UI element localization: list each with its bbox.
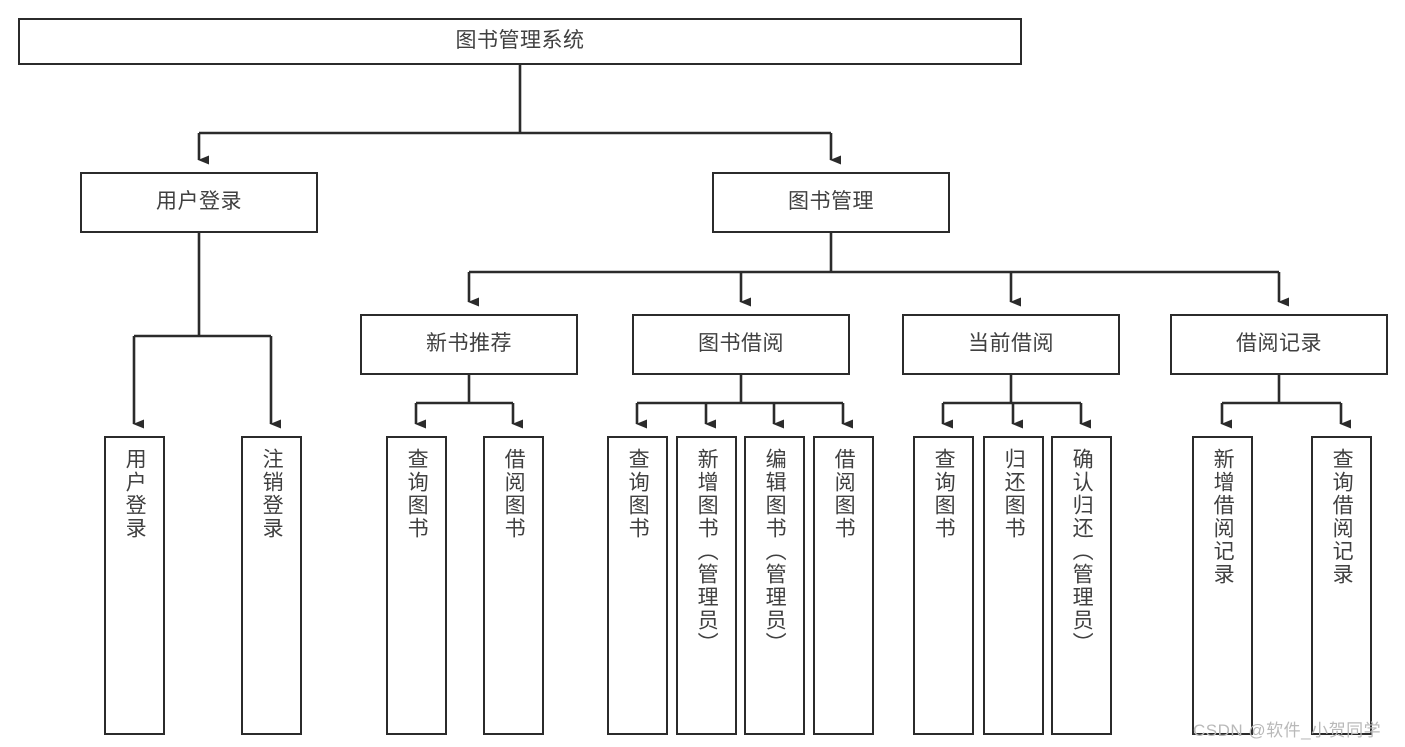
- node-new-book-rec-label: 新书推荐: [426, 332, 512, 356]
- node-root-label: 图书管理系统: [455, 29, 585, 53]
- node-new-book-rec[interactable]: 新书推荐: [360, 314, 578, 375]
- node-root[interactable]: 图书管理系统: [18, 18, 1022, 65]
- node-book-mgmt[interactable]: 图书管理: [712, 172, 950, 233]
- node-leaf-bb-query[interactable]: 查询图书: [607, 436, 668, 735]
- node-current-borrow[interactable]: 当前借阅: [902, 314, 1120, 375]
- node-book-borrow-label: 图书借阅: [698, 332, 784, 356]
- node-leaf-nb-borrow[interactable]: 借阅图书: [483, 436, 544, 735]
- node-leaf-br-add-label: 新增借阅记录: [1211, 448, 1235, 586]
- node-leaf-cb-confirm[interactable]: 确认归还（管理员）: [1051, 436, 1112, 735]
- node-current-borrow-label: 当前借阅: [968, 332, 1054, 356]
- edge-userlogin-to-leaves: [132, 233, 281, 429]
- node-leaf-bb-borrow[interactable]: 借阅图书: [813, 436, 874, 735]
- node-user-login[interactable]: 用户登录: [80, 172, 318, 233]
- node-leaf-logout[interactable]: 注销登录: [241, 436, 302, 735]
- node-leaf-bb-edit-label: 编辑图书（管理员）: [763, 448, 787, 655]
- node-user-login-label: 用户登录: [156, 190, 242, 214]
- node-leaf-cb-query-label: 查询图书: [932, 448, 956, 540]
- node-leaf-nb-borrow-label: 借阅图书: [502, 448, 526, 540]
- node-leaf-nb-query-label: 查询图书: [405, 448, 429, 540]
- node-book-mgmt-label: 图书管理: [788, 190, 874, 214]
- node-leaf-bb-borrow-label: 借阅图书: [832, 448, 856, 540]
- edge-borrowrecord-to-leaves: [1220, 375, 1351, 429]
- node-leaf-bb-edit[interactable]: 编辑图书（管理员）: [744, 436, 805, 735]
- edge-currentborrow-to-leaves: [941, 375, 1091, 429]
- node-book-borrow[interactable]: 图书借阅: [632, 314, 850, 375]
- edge-bookborrow-to-leaves: [635, 375, 853, 429]
- node-leaf-br-query[interactable]: 查询借阅记录: [1311, 436, 1372, 735]
- node-leaf-nb-query[interactable]: 查询图书: [386, 436, 447, 735]
- node-borrow-record-label: 借阅记录: [1236, 332, 1322, 356]
- node-leaf-cb-query[interactable]: 查询图书: [913, 436, 974, 735]
- edge-bookmgmt-to-level2: [467, 233, 1289, 307]
- node-borrow-record[interactable]: 借阅记录: [1170, 314, 1388, 375]
- node-leaf-br-add[interactable]: 新增借阅记录: [1192, 436, 1253, 735]
- node-leaf-br-query-label: 查询借阅记录: [1330, 448, 1354, 586]
- node-leaf-bb-add[interactable]: 新增图书（管理员）: [676, 436, 737, 735]
- node-leaf-cb-confirm-label: 确认归还（管理员）: [1070, 448, 1094, 655]
- edge-newbook-to-leaves: [414, 375, 523, 429]
- node-leaf-cb-return[interactable]: 归还图书: [983, 436, 1044, 735]
- node-leaf-cb-return-label: 归还图书: [1002, 448, 1026, 540]
- node-leaf-user-login-label: 用户登录: [123, 448, 147, 540]
- csdn-watermark: CSDN @软件_小贺同学: [1193, 721, 1382, 740]
- node-leaf-user-login[interactable]: 用户登录: [104, 436, 165, 735]
- node-leaf-bb-query-label: 查询图书: [626, 448, 650, 540]
- edge-root-to-level1: [197, 65, 841, 165]
- node-leaf-logout-label: 注销登录: [260, 448, 284, 540]
- node-leaf-bb-add-label: 新增图书（管理员）: [695, 448, 719, 655]
